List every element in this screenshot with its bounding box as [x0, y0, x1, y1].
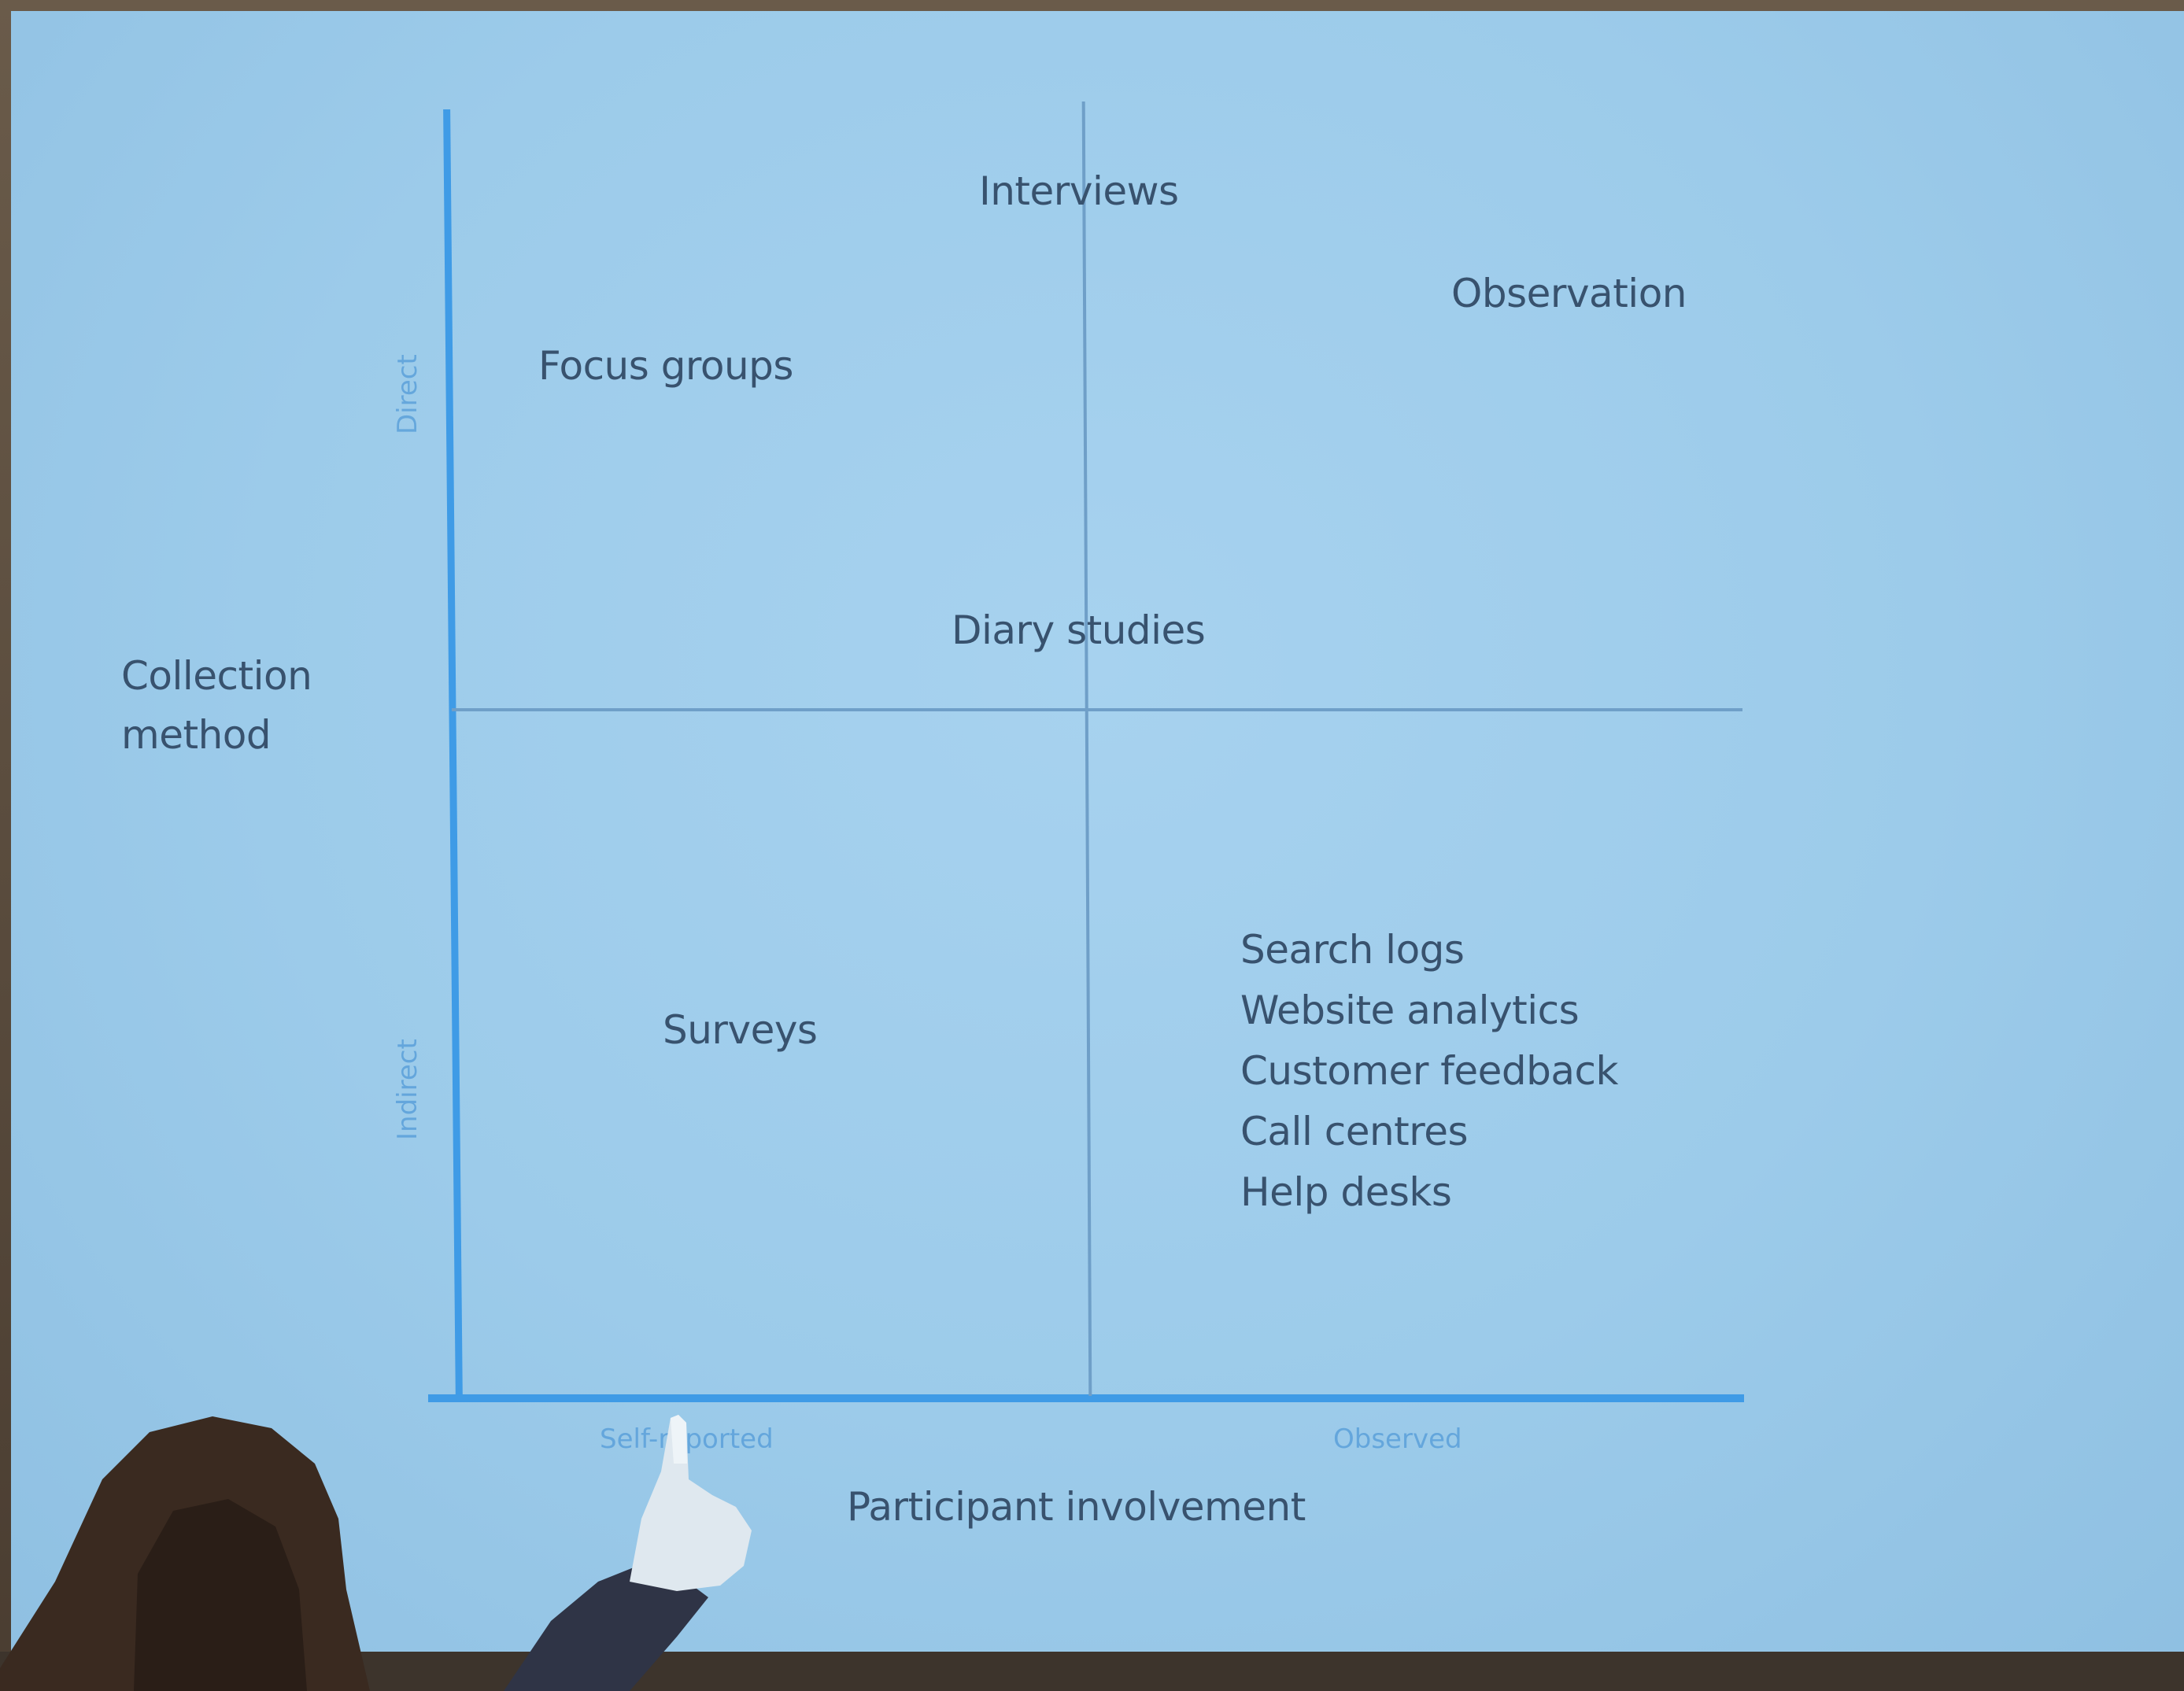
- y-axis-title: Collection method: [121, 653, 312, 758]
- item-interviews: Interviews: [979, 168, 1179, 214]
- list-item-call-centres: Call centres: [1240, 1109, 1469, 1154]
- vertical-divider: [1081, 102, 1092, 1396]
- indirect-observed-list: Search logs Website analytics Customer f…: [1240, 920, 1618, 1223]
- list-item-website-analytics: Website analytics: [1240, 988, 1580, 1033]
- projection-screen: Collection method Participant involvemen…: [11, 11, 2184, 1652]
- list-item-customer-feedback: Customer feedback: [1240, 1048, 1618, 1094]
- item-surveys: Surveys: [663, 1007, 818, 1053]
- y-tick-indirect: Indirect: [392, 1039, 423, 1140]
- x-tick-self-reported: Self-reported: [600, 1423, 774, 1455]
- y-axis: [443, 109, 463, 1401]
- screen-bottom-edge: [0, 1652, 2184, 1691]
- item-focus-groups: Focus groups: [538, 343, 793, 389]
- list-item-help-desks: Help desks: [1240, 1169, 1452, 1215]
- item-diary-studies: Diary studies: [952, 607, 1206, 653]
- list-item-search-logs: Search logs: [1240, 927, 1465, 973]
- y-tick-direct: Direct: [392, 354, 423, 434]
- x-axis-title: Participant involvement: [847, 1484, 1306, 1530]
- item-observation: Observation: [1451, 271, 1687, 316]
- x-axis: [428, 1394, 1744, 1402]
- x-tick-observed: Observed: [1333, 1423, 1462, 1455]
- horizontal-divider: [452, 708, 1742, 711]
